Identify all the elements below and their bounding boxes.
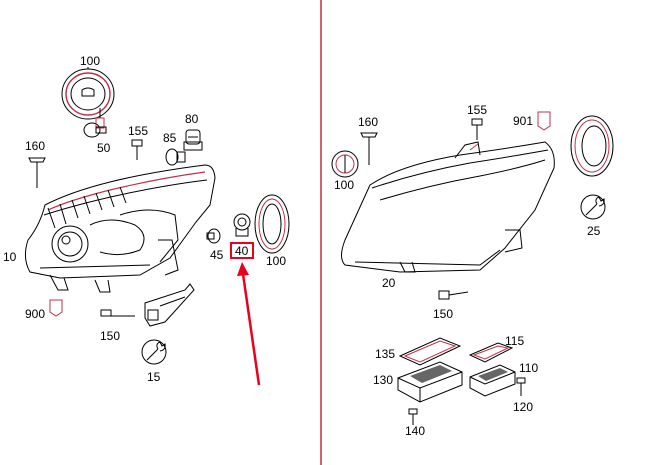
label-110: 110 <box>519 361 538 375</box>
screw-155-right[interactable] <box>471 118 483 140</box>
control-module-110[interactable] <box>469 364 516 397</box>
label-150-right: 150 <box>433 307 453 321</box>
screw-120[interactable] <box>516 377 526 396</box>
headlamp-left[interactable] <box>24 164 216 293</box>
label-120: 120 <box>513 400 533 414</box>
gasket-115[interactable] <box>468 342 514 363</box>
label-80: 80 <box>185 112 199 126</box>
headlamp-right[interactable] <box>341 141 555 273</box>
label-50: 50 <box>97 141 111 155</box>
socket-40[interactable] <box>233 213 251 237</box>
screw-140[interactable] <box>408 408 418 425</box>
socket-80[interactable] <box>183 129 203 151</box>
wrench-icon-25 <box>580 194 606 220</box>
gasket-135[interactable] <box>398 337 462 366</box>
label-45: 45 <box>210 248 224 262</box>
label-160-right: 160 <box>358 115 378 129</box>
label-20: 20 <box>382 276 396 290</box>
label-100-top: 100 <box>80 54 100 68</box>
label-135: 135 <box>375 347 395 361</box>
label-100-right: 100 <box>334 178 354 192</box>
screw-150-left[interactable] <box>100 309 135 317</box>
label-115: 115 <box>505 334 524 348</box>
red-pointer-arrow <box>237 262 261 386</box>
tag-901 <box>537 111 551 131</box>
tag-900 <box>49 299 63 317</box>
bulb-45[interactable] <box>206 228 221 244</box>
cover-cap-100-side[interactable] <box>254 194 290 254</box>
label-140: 140 <box>405 424 425 438</box>
screw-150-right[interactable] <box>438 290 469 300</box>
wrench-icon-15 <box>141 339 167 365</box>
label-15: 15 <box>147 370 161 384</box>
cover-cap-100-right[interactable] <box>331 150 359 178</box>
label-155-left: 155 <box>128 124 148 138</box>
seal-ring-25[interactable] <box>570 115 614 177</box>
bulb-50[interactable] <box>83 108 107 138</box>
bulb-85[interactable] <box>165 148 186 166</box>
label-40: 40 <box>235 244 249 258</box>
label-901: 901 <box>513 114 533 128</box>
label-130: 130 <box>373 373 393 387</box>
screw-155-left[interactable] <box>131 139 143 160</box>
label-85: 85 <box>163 131 177 145</box>
label-10: 10 <box>3 250 17 264</box>
label-100-side: 100 <box>266 254 286 268</box>
label-25: 25 <box>587 224 601 238</box>
label-155-right: 155 <box>467 103 487 117</box>
bolt-160-right[interactable] <box>360 132 378 165</box>
label-160-left: 160 <box>25 139 45 153</box>
cover-cap-100-top[interactable] <box>61 67 115 120</box>
label-150-left: 150 <box>100 329 120 343</box>
bolt-160-left[interactable] <box>28 157 46 188</box>
label-900: 900 <box>25 307 45 321</box>
control-module-130[interactable] <box>397 361 463 403</box>
highlight-box-40 <box>230 242 254 259</box>
mounting-bracket-left[interactable] <box>144 283 195 327</box>
